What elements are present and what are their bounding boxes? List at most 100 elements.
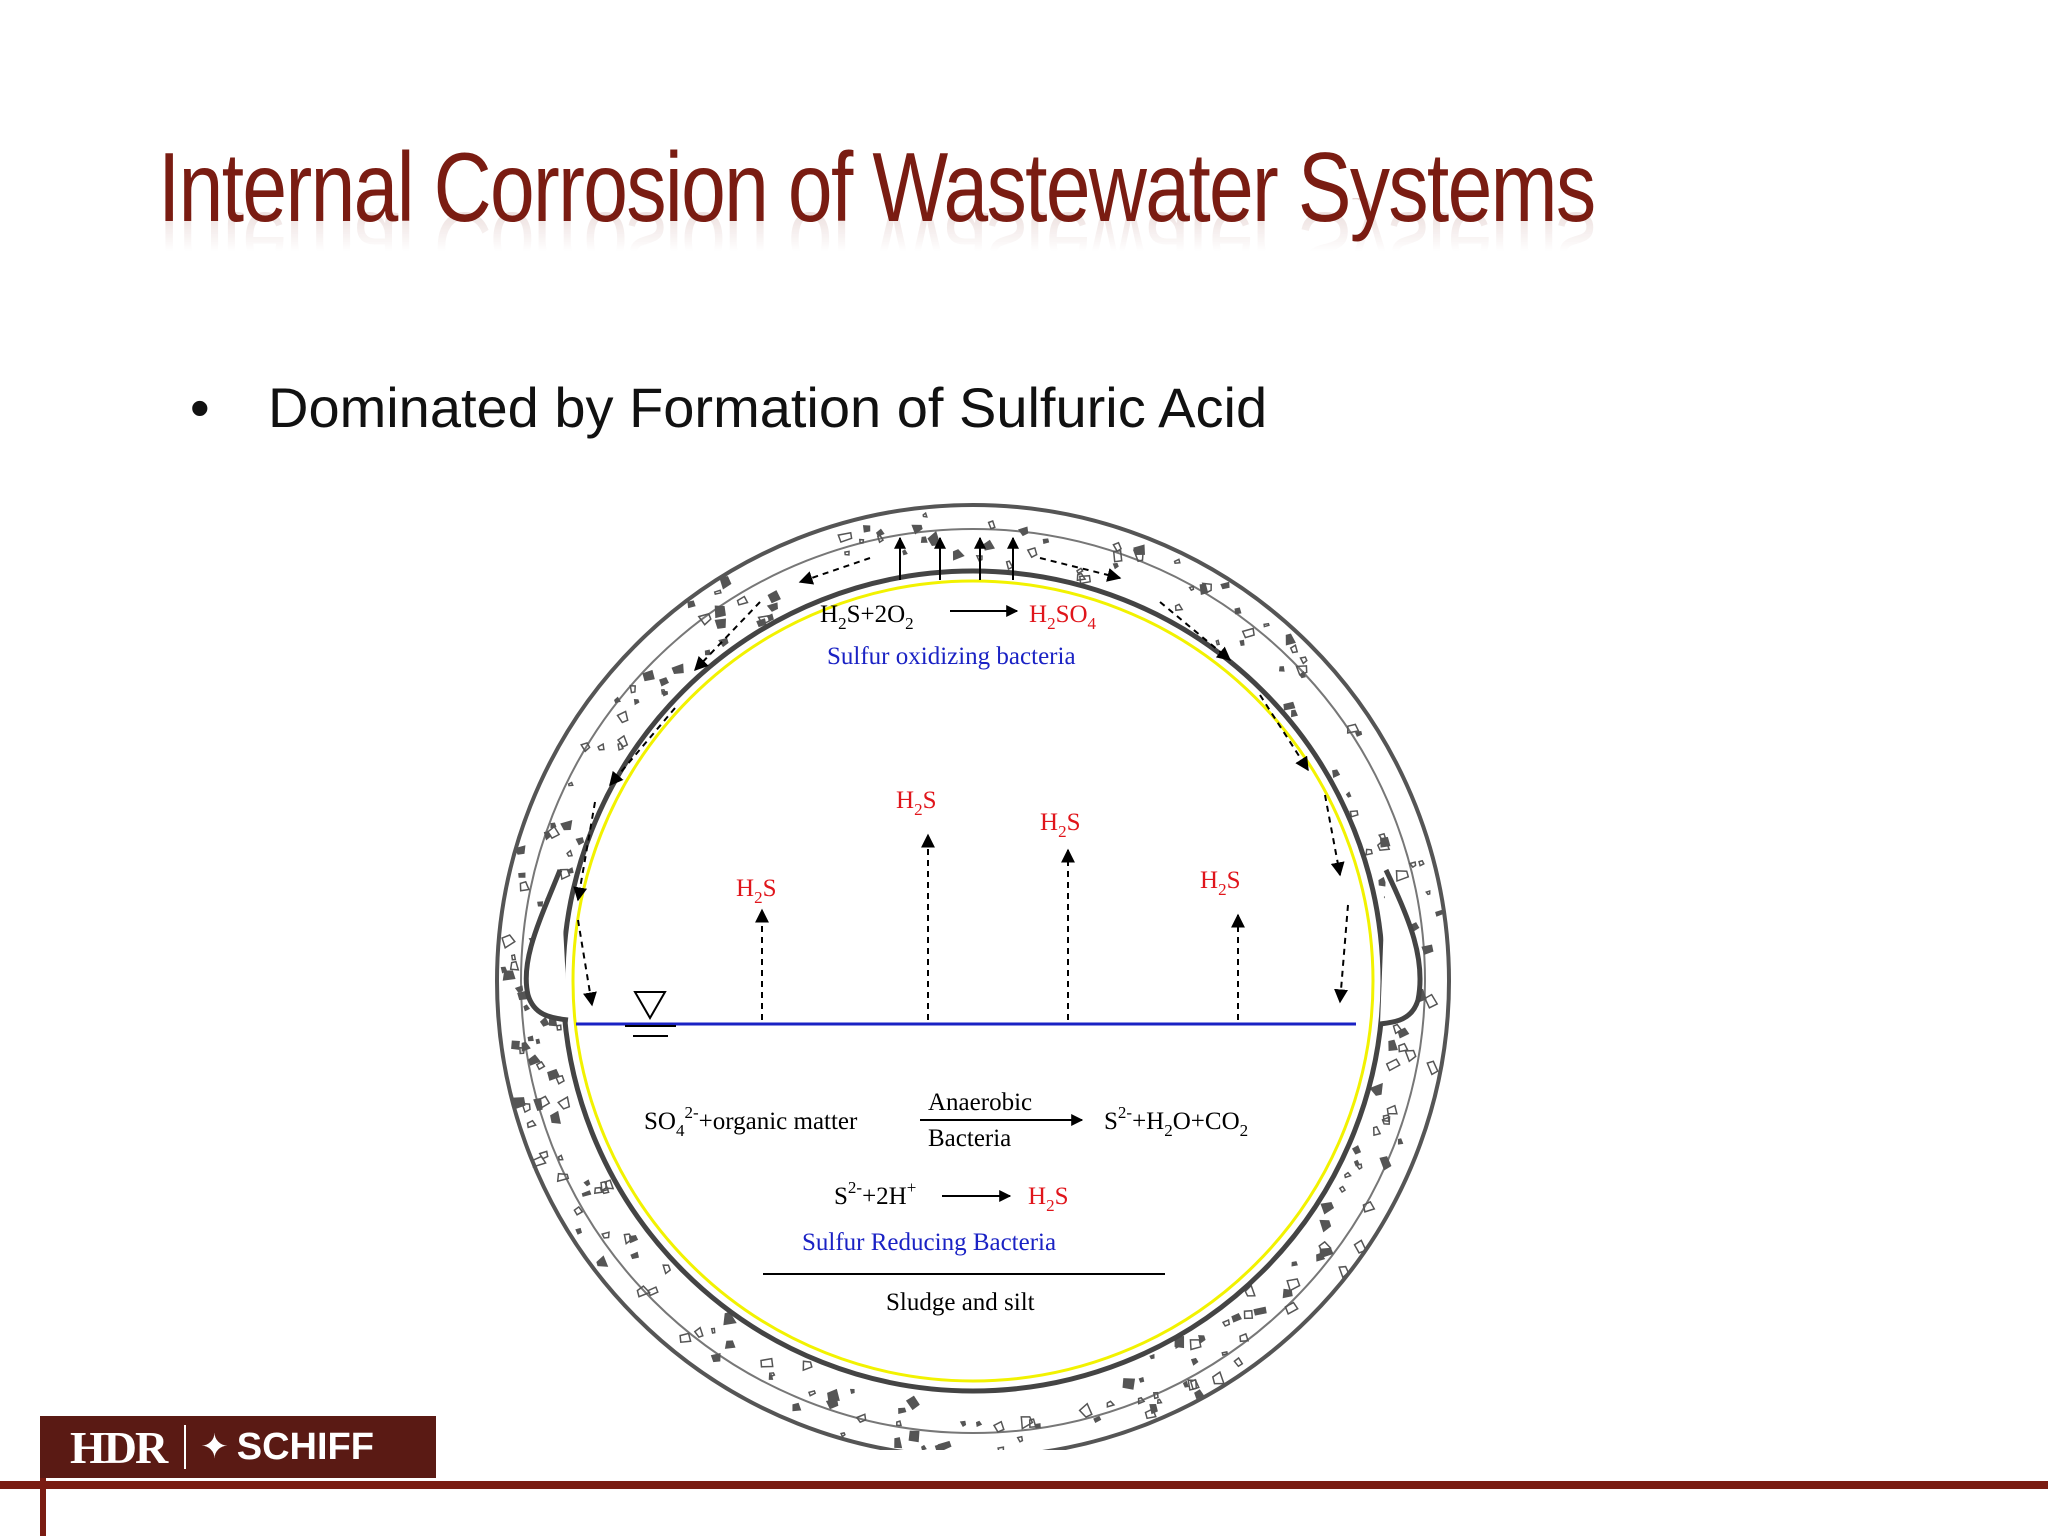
aggregate-speck [844,550,850,556]
aggregate-speck [671,663,684,674]
aggregate-speck [1189,1339,1202,1351]
aggregate-speck [550,1110,561,1124]
aggregate-speck [567,781,574,787]
aggregate-speck [1187,1379,1198,1391]
aggregate-speck [1435,909,1444,917]
aggregate-speck [1349,810,1359,818]
aggregate-speck [922,511,928,518]
bullet-dot-icon: • [190,376,210,439]
slide-title: Internal Corrosion of Wastewater Systems [158,132,1596,242]
aggregate-speck [1112,549,1123,563]
aggregate-speck [573,1205,584,1216]
aggregate-speck [1152,1391,1159,1400]
h2s-label: H2S [1200,867,1240,899]
aggregate-speck [1332,769,1341,779]
aggregate-speck [997,1446,1005,1450]
aggregate-speck [959,1420,967,1427]
aggregate-speck [1386,1104,1398,1115]
aggregate-speck [1028,1418,1037,1429]
aggregate-speck [501,934,516,949]
aggregate-speck [1398,1042,1409,1053]
aggregate-speck [1093,1415,1102,1424]
aggregate-speck [875,528,885,537]
aggregate-speck [514,985,524,993]
aggregate-speck [1355,1163,1363,1170]
aggregate-speck [723,1311,737,1326]
aggregate-speck [1020,1416,1034,1430]
aggregate-speck [896,1420,902,1427]
aggregate-speck [710,1352,721,1363]
aggregate-speck [1034,1423,1041,1429]
aggregate-speck [1299,656,1308,665]
aggregate-speck [514,845,526,855]
aggregate-speck [1173,558,1181,565]
aggregate-speck [1112,562,1119,570]
company-logo: HDR ✦ SCHIFF [40,1416,436,1478]
aggregate-speck [509,960,520,971]
aggregate-speck [575,837,585,846]
aggregate-speck [1244,1284,1256,1297]
aggregate-speck [556,1172,570,1183]
aggregate-speck [601,1186,610,1195]
aggregate-speck [628,1234,639,1244]
aggregate-speck [547,1068,561,1081]
schiff-emblem-icon: ✦ [200,1427,229,1467]
aggregate-speck [1362,1200,1376,1213]
aggregate-speck [1220,581,1230,590]
aggregate-speck [1291,1261,1298,1267]
h2s-label: H2S [896,787,936,819]
aggregate-speck [894,1437,903,1449]
aggregate-speck [952,549,965,561]
aggregate-speck [825,1398,839,1410]
oxidation-product: H2SO4 [1029,601,1097,633]
aggregate-speck [523,1004,531,1012]
aggregate-speck [1285,633,1296,646]
aggregate-speck [601,1231,610,1239]
aggregate-speck [1190,1357,1199,1366]
aggregate-speck [629,684,636,694]
aggregate-speck [1243,1309,1254,1320]
aggregate-speck [1253,1306,1267,1316]
aggregate-speck [1201,582,1212,594]
aggregate-speck [1017,526,1029,537]
aggregate-speck [1221,1319,1231,1327]
aggregate-speck [679,1332,692,1344]
aggregate-speck [616,710,629,724]
aggregate-speck [766,602,778,612]
aggregate-speck [519,880,530,892]
aggregate-speck [1233,1356,1244,1368]
aggregate-speck [511,1040,520,1050]
aggregate-speck [1283,701,1296,711]
aggregate-speck [1345,791,1352,798]
aggregate-speck [1319,1247,1334,1259]
aggregate-speck [1138,1377,1145,1383]
aggregate-speck [719,576,732,590]
reducing-bacteria-label: Sulfur Reducing Bacteria [802,1229,1056,1256]
sulfide-reaction-left: S2-+2H+ [834,1178,916,1210]
aggregate-speck [902,549,908,556]
aggregate-speck [1286,1278,1301,1292]
aggregate-speck [921,1444,927,1450]
aggregate-speck [616,734,629,748]
aggregate-speck [849,1388,855,1395]
aggregate-speck [911,524,923,535]
aggregate-speck [617,742,624,751]
aggregate-speck [837,531,853,544]
aggregate-speck [1338,1265,1350,1279]
aggregate-speck [767,590,781,604]
aggregate-speck [623,1233,634,1245]
aggregate-speck [543,831,552,841]
water-level-icon [633,991,667,1021]
aggregate-speck [528,1054,541,1066]
aggregate-speck [1149,1353,1155,1360]
aggregate-speck [1319,1219,1332,1233]
aggregate-speck [533,1097,543,1112]
footer-bar [0,1481,2048,1489]
sludge-label: Sludge and silt [886,1289,1035,1316]
aggregate-speck [1016,1435,1024,1443]
h2s-label: H2S [736,875,776,907]
aggregate-speck [1378,832,1387,842]
aggregate-speck [535,1060,546,1071]
aggregate-speck [992,1420,1005,1433]
aggregate-speck [693,1326,704,1338]
